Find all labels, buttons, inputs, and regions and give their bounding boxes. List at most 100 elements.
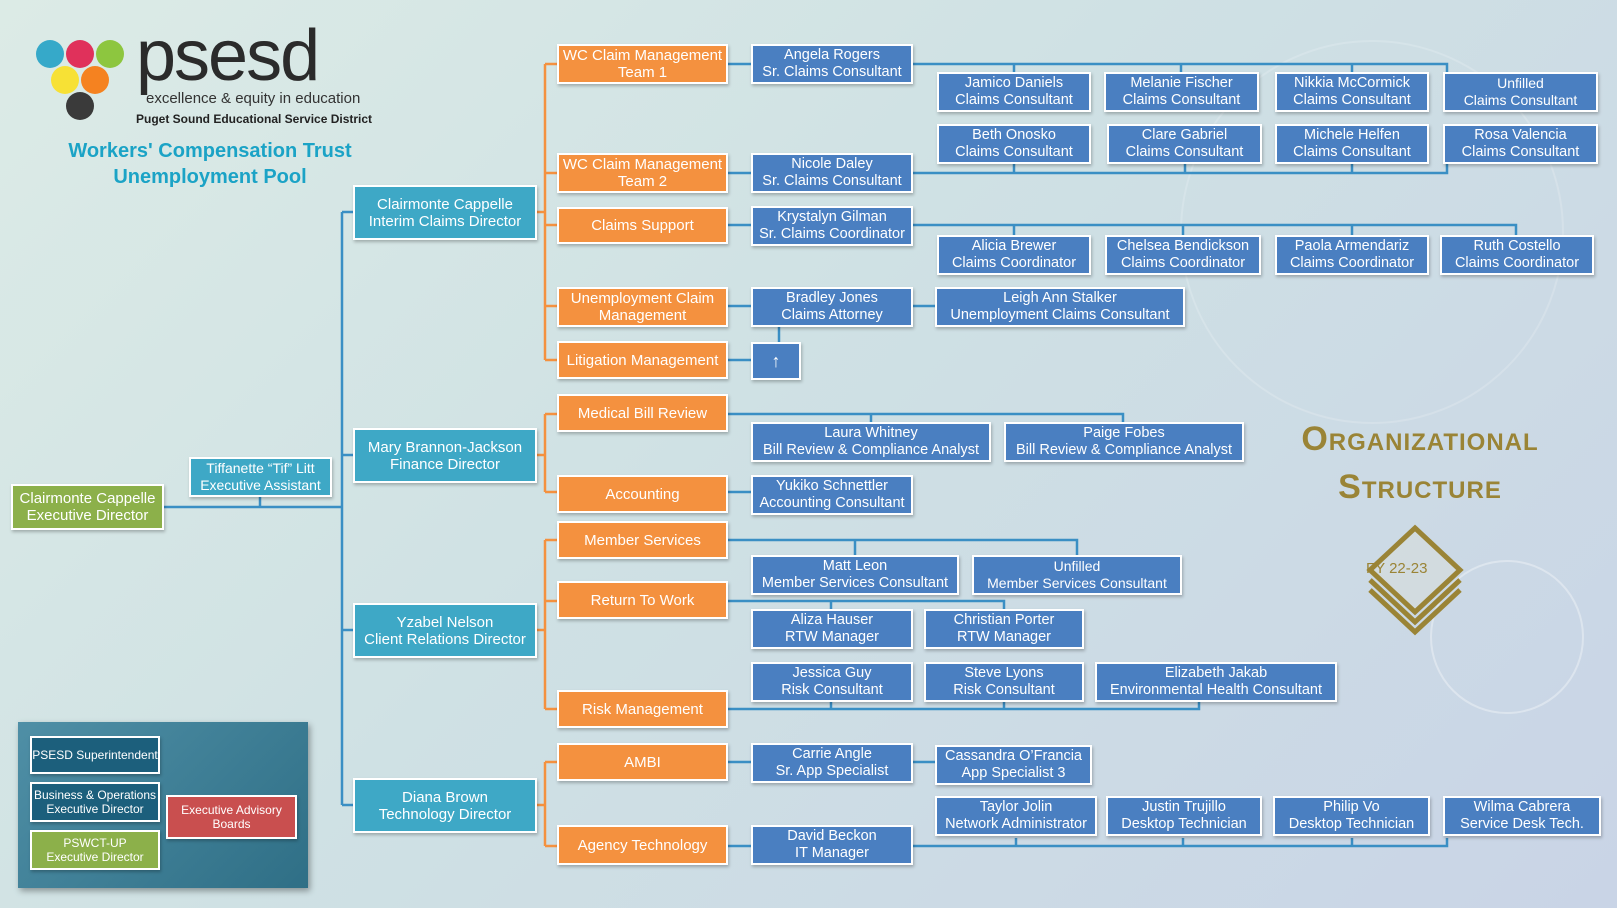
person-name: Carrie Angle (792, 746, 872, 762)
person-role: Claims Coordinator (1289, 255, 1415, 271)
legend-label: Executive Advisory (181, 803, 282, 817)
staff-box: Leigh Ann Stalker Unemployment Claims Co… (935, 287, 1185, 327)
dept-return-to-work: Return To Work (557, 581, 728, 619)
person-role: Claims Consultant (1463, 92, 1578, 108)
person-role: RTW Manager (956, 629, 1051, 645)
lead-box: Angela Rogers Sr. Claims Consultant (751, 44, 913, 84)
dept-risk-management: Risk Management (557, 690, 728, 728)
dept-label: AMBI (624, 753, 661, 771)
connector-line (728, 412, 1125, 422)
dept-label: Member Services (584, 531, 701, 549)
staff-box: Ruth Costello Claims Coordinator (1440, 235, 1594, 275)
logo-tagline: excellence & equity in education (146, 90, 361, 107)
psesd-logo: psesd excellence & equity in education P… (34, 14, 372, 126)
logo-subtitle: Puget Sound Educational Service District (136, 112, 373, 126)
person-role: Member Services Consultant (761, 575, 949, 591)
person-name: Leigh Ann Stalker (1003, 290, 1117, 306)
person-name: Philip Vo (1323, 799, 1380, 815)
person-name: Krystalyn Gilman (777, 209, 887, 225)
person-role: IT Manager (795, 845, 869, 861)
person-name: Unfilled (1053, 558, 1101, 574)
person-name: Beth Onosko (972, 127, 1056, 143)
staff-box: Rosa Valencia Claims Consultant (1443, 124, 1598, 164)
staff-box: Elizabeth Jakab Environmental Health Con… (1095, 662, 1337, 702)
staff-box: Steve Lyons Risk Consultant (924, 662, 1084, 702)
person-role: Claims Coordinator (951, 255, 1077, 271)
dept-unemployment: Unemployment Claim Management (557, 287, 728, 327)
dept-label: Team 2 (617, 173, 668, 190)
connector-line (728, 700, 1201, 711)
arrow-glyph: ↑ (771, 350, 781, 371)
person-role: Claims Coordinator (1454, 255, 1580, 271)
connector-line (912, 162, 1449, 175)
person-name: Ruth Costello (1473, 238, 1561, 254)
person-role: Risk Consultant (953, 682, 1055, 698)
page-title-line2: Structure (1338, 468, 1502, 506)
staff-box: Justin Trujillo Desktop Technician (1106, 796, 1262, 836)
staff-box: Philip Vo Desktop Technician (1273, 796, 1430, 836)
staff-box: Paige Fobes Bill Review & Compliance Ana… (1004, 422, 1244, 462)
person-role: Network Administrator (945, 816, 1087, 832)
director-name: Yzabel Nelson (396, 613, 494, 631)
person-role: Claims Consultant (1293, 144, 1411, 160)
assistant-name: Tiffanette “Tif” Litt (206, 460, 315, 476)
person-name: Clare Gabriel (1141, 127, 1228, 143)
lead-box: Carrie Angle Sr. App Specialist (751, 743, 913, 783)
person-name: Unfilled (1497, 75, 1544, 91)
fy-badge-icon (1366, 524, 1464, 636)
person-role: Claims Attorney (781, 307, 883, 323)
staff-box: Michele Helfen Claims Consultant (1275, 124, 1429, 164)
arrow-up-icon: ↑ (751, 342, 801, 380)
person-name: Christian Porter (953, 612, 1055, 628)
person-name: Elizabeth Jakab (1164, 665, 1268, 681)
person-name: Alicia Brewer (971, 238, 1057, 254)
dept-label: Medical Bill Review (577, 404, 708, 422)
background-decoration (1180, 40, 1564, 424)
person-role: Environmental Health Consultant (1110, 682, 1322, 698)
person-name: Justin Trujillo (1142, 799, 1226, 815)
legend-label: PSWCT-UP (63, 836, 127, 850)
person-name: Aliza Hauser (790, 612, 874, 628)
staff-box: Matt Leon Member Services Consultant (751, 555, 959, 595)
person-role: RTW Manager (784, 629, 879, 645)
person-name: Wilma Cabrera (1473, 799, 1571, 815)
legend-label: Business & Operations (33, 788, 157, 802)
dept-label: Litigation Management (566, 351, 719, 369)
person-role: Claims Consultant (955, 144, 1073, 160)
person-role: Accounting Consultant (759, 495, 905, 511)
staff-box: Alicia Brewer Claims Coordinator (937, 235, 1091, 275)
legend-label: Executive Director (46, 802, 144, 816)
director-name: Mary Brannon-Jackson (367, 438, 523, 456)
person-role: Claims Consultant (1293, 92, 1411, 108)
lead-box: Yukiko Schnettler Accounting Consultant (751, 475, 913, 515)
person-role: Risk Consultant (781, 682, 883, 698)
person-name: Taylor Jolin (979, 799, 1053, 815)
person-role: Unemployment Claims Consultant (950, 307, 1170, 323)
staff-box: Wilma Cabrera Service Desk Tech. (1443, 796, 1601, 836)
person-name: Nikkia McCormick (1294, 75, 1410, 91)
executive-role: Executive Director (26, 507, 149, 524)
person-role: Bill Review & Compliance Analyst (1016, 442, 1232, 458)
dept-wc-team-1: WC Claim Management Team 1 (557, 44, 728, 84)
connector-line (912, 838, 1449, 848)
staff-box: Chelsea Bendickson Claims Coordinator (1105, 235, 1261, 275)
person-name: Jessica Guy (792, 665, 872, 681)
staff-box: Melanie Fischer Claims Consultant (1104, 72, 1259, 112)
executive-assistant-box: Tiffanette “Tif” Litt Executive Assistan… (189, 457, 332, 497)
dept-label: Management (598, 307, 687, 324)
dept-label: Return To Work (590, 591, 695, 609)
staff-box: Jamico Daniels Claims Consultant (937, 72, 1091, 112)
connector-line (912, 62, 1449, 72)
vacancy-box: Unfilled Member Services Consultant (972, 555, 1182, 595)
person-name: Steve Lyons (964, 665, 1044, 681)
legend-superintendent: PSESD Superintendent (30, 736, 160, 774)
background-decoration (1430, 560, 1584, 714)
dept-litigation: Litigation Management (557, 341, 728, 379)
person-role: Claims Consultant (1122, 92, 1241, 108)
director-box-technology: Diana Brown Technology Director (353, 778, 537, 833)
staff-box: Paola Armendariz Claims Coordinator (1275, 235, 1429, 275)
person-role: Desktop Technician (1288, 816, 1415, 832)
director-box-claims: Clairmonte Cappelle Interim Claims Direc… (353, 185, 537, 240)
legend-pswct-exec: PSWCT-UP Executive Director (30, 830, 160, 870)
legend-label: Executive Director (46, 850, 144, 864)
